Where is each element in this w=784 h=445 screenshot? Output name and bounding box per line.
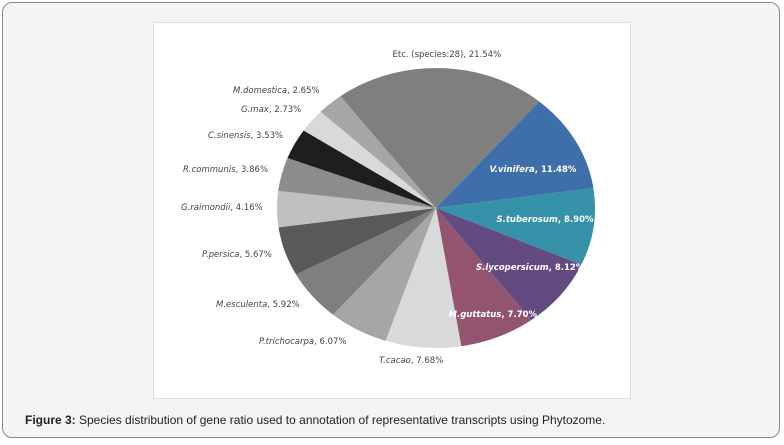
slice-label: S.lycopersicum, 8.12% xyxy=(476,263,584,273)
pie-slice-m-guttatus xyxy=(436,208,532,347)
pie-slice-m-esculenta xyxy=(296,208,436,315)
pie-slice-c-sinensis xyxy=(287,130,436,208)
pie-slice-p-persica xyxy=(278,208,436,275)
slice-label-name: G.max xyxy=(241,105,269,115)
slice-label-value: , 7.68% xyxy=(410,356,444,366)
slice-label-value: , 2.73% xyxy=(268,105,302,115)
slice-label-value: , 7.70% xyxy=(501,310,538,320)
slice-label-value: , 3.53% xyxy=(250,131,284,141)
pie-slice-m-domestica xyxy=(320,96,436,208)
slice-label-name: P.trichocarpa xyxy=(259,337,315,347)
slice-label-name: V.vinifera xyxy=(489,165,535,175)
slice-label-value: , 4.16% xyxy=(230,203,263,213)
pie-slice-p-trichocarpa xyxy=(333,208,436,341)
slice-label: T.cacao, 7.68% xyxy=(379,356,443,366)
slice-label: M.esculenta, 5.92% xyxy=(216,300,300,310)
slice-label-name: M.domestica xyxy=(233,86,288,96)
slice-label: M.guttatus, 7.70% xyxy=(449,310,538,320)
slice-label: Etc. (species:28), 21.54% xyxy=(393,50,502,60)
slice-label: S.tuberosum, 8.90% xyxy=(497,215,594,225)
slice-label: P.trichocarpa, 6.07% xyxy=(259,337,347,347)
slice-label-value: , 5.92% xyxy=(267,300,300,310)
slice-label: G.max, 2.73% xyxy=(241,105,301,115)
pie-slice-r-communis xyxy=(278,157,436,208)
slice-label: P.persica, 5.67% xyxy=(202,250,272,260)
pie-slice-s-lycopersicum xyxy=(436,208,582,320)
pie-slice-g-raimondii xyxy=(276,190,436,228)
slice-label-name: M.esculenta xyxy=(216,300,268,310)
slice-label: R.communis, 3.86% xyxy=(183,165,268,175)
pie-slice-v-vinifera xyxy=(436,101,594,208)
slice-label: C.sinensis, 3.53% xyxy=(208,131,283,141)
slice-label-name: Etc. (species:28) xyxy=(392,50,464,60)
slice-label-name: T.cacao xyxy=(379,356,411,366)
slice-label: M.domestica, 2.65% xyxy=(233,86,320,96)
slice-label-name: R.communis xyxy=(183,165,236,175)
slice-label-value: , 2.65% xyxy=(287,86,320,96)
caption-label: Figure 3: xyxy=(25,413,76,427)
slice-label-name: S.lycopersicum xyxy=(476,263,549,273)
figure-caption: Figure 3: Species distribution of gene r… xyxy=(25,413,605,427)
slice-label-name: C.sinensis xyxy=(208,131,251,141)
slice-label-value: , 8.12% xyxy=(548,263,585,273)
slice-label-value: , 3.86% xyxy=(235,165,269,175)
slice-label-name: M.guttatus xyxy=(448,310,502,320)
slice-label-value: , 21.54% xyxy=(463,50,502,60)
pie-slice-g-max xyxy=(303,111,436,208)
pie-slice-s-tuberosum xyxy=(436,188,595,265)
slice-label-value: , 11.48% xyxy=(534,165,577,175)
slice-label-value: , 5.67% xyxy=(239,250,272,260)
caption-text: Species distribution of gene ratio used … xyxy=(75,413,606,427)
pie-slice-etc-species-28- xyxy=(340,67,540,208)
slice-label-name: S.tuberosum xyxy=(496,215,558,225)
slice-label: G.raimondii, 4.16% xyxy=(181,203,263,213)
slice-label-name: P.persica xyxy=(202,250,240,260)
slice-label-name: G.raimondii xyxy=(181,203,231,213)
slice-label: V.vinifera, 11.48% xyxy=(490,165,577,175)
slice-label-value: , 8.90% xyxy=(557,215,594,225)
pie-slice-t-cacao xyxy=(385,208,462,348)
slice-label-value: , 6.07% xyxy=(314,337,347,347)
